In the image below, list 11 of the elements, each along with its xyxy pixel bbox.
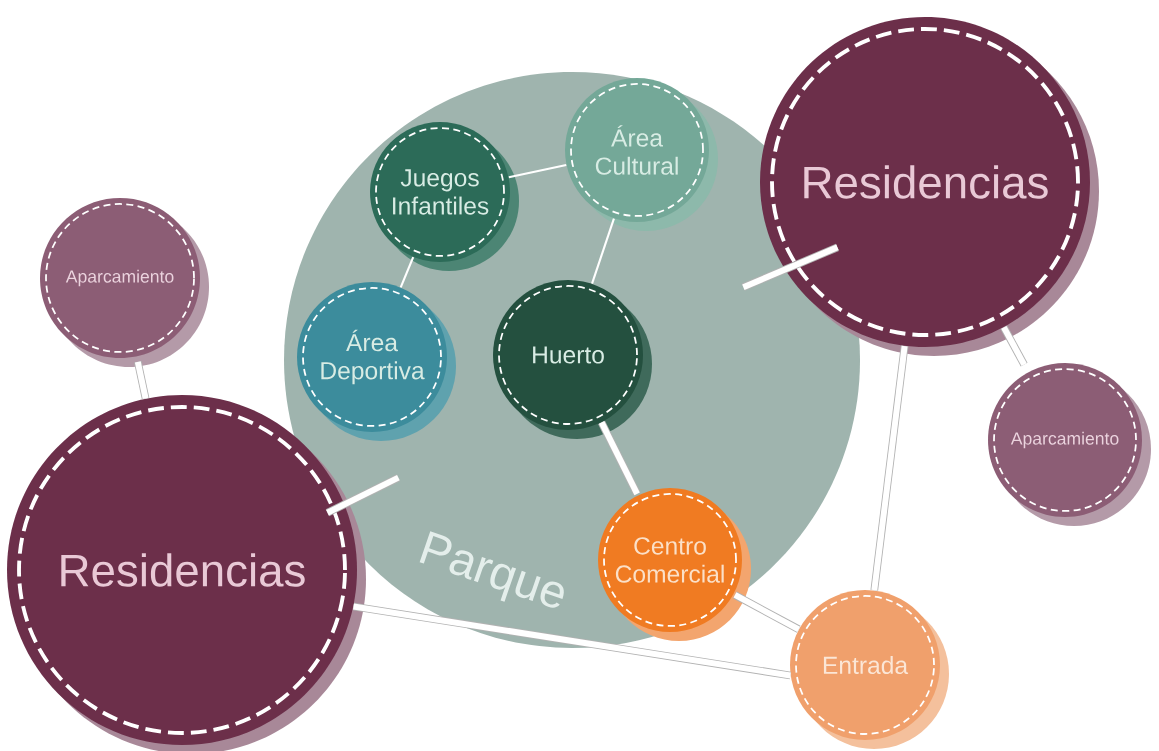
- connector-line: [508, 164, 567, 179]
- double-line: [598, 420, 641, 496]
- double-line: [733, 591, 801, 633]
- double-line: [870, 345, 909, 591]
- connector-line: [399, 256, 415, 288]
- double-line: [352, 602, 791, 680]
- double-line: [325, 474, 401, 517]
- double-line: [1000, 325, 1028, 367]
- double-line: [134, 361, 150, 400]
- connector-line: [591, 218, 615, 284]
- double-line: [741, 243, 839, 291]
